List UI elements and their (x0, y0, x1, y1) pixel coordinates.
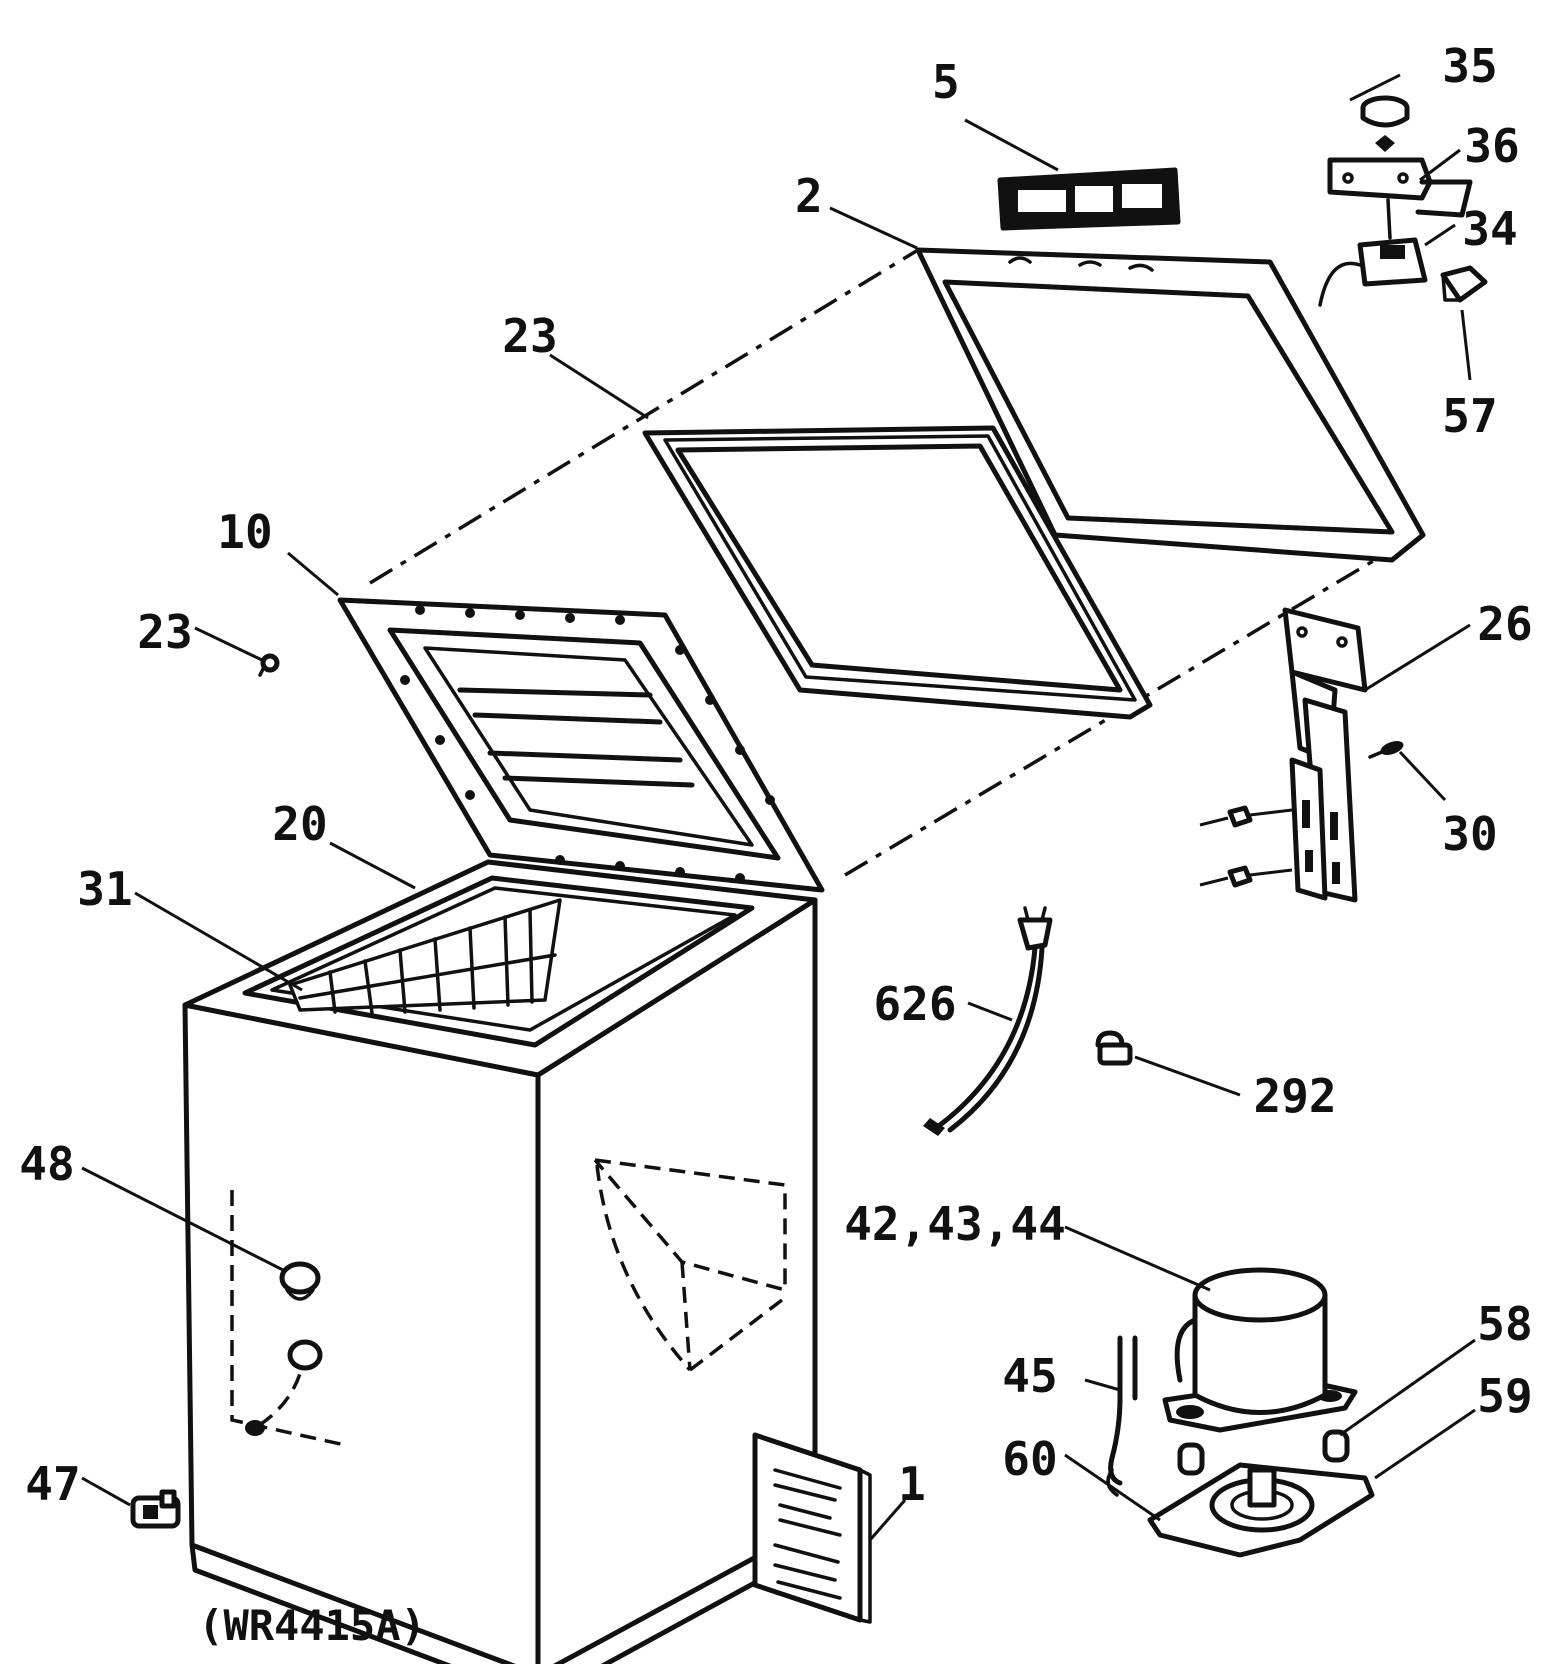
label-48: 48 (19, 1137, 74, 1191)
label-57: 57 (1442, 389, 1497, 443)
label-1: 1 (898, 1457, 926, 1511)
lid-outer (915, 247, 1426, 563)
cabinet (182, 859, 818, 1664)
lid-gasket (642, 425, 1153, 720)
label-35: 35 (1442, 39, 1497, 93)
label-23-gasket: 23 (502, 309, 557, 363)
connector (1095, 1030, 1133, 1066)
leader-lines (81, 73, 1476, 1541)
label-30: 30 (1442, 807, 1497, 861)
label-58: 58 (1477, 1297, 1532, 1351)
compressor-assembly (1106, 1267, 1375, 1558)
label-10: 10 (217, 505, 272, 559)
handle (997, 167, 1181, 231)
label-47: 47 (25, 1457, 80, 1511)
lid-switch-assembly (1318, 95, 1488, 307)
power-cord (923, 906, 1053, 1136)
hinge (1199, 607, 1368, 903)
label-36: 36 (1464, 119, 1519, 173)
part-labels: 5 35 36 34 57 2 23 10 23 26 30 20 31 626… (19, 39, 1532, 1650)
label-26: 26 (1477, 597, 1532, 651)
label-292: 292 (1253, 1069, 1336, 1123)
diagram-caption: (WR4415A) (198, 1601, 426, 1650)
label-23-small: 23 (137, 605, 192, 659)
label-34: 34 (1462, 202, 1517, 256)
liner-inner-lid (337, 597, 825, 893)
label-42-43-44: 42,43,44 (844, 1197, 1066, 1251)
thermostat-knob (130, 1489, 181, 1529)
label-5: 5 (932, 55, 960, 109)
hinge-screw (1368, 741, 1404, 759)
label-626: 626 (873, 977, 956, 1031)
label-60: 60 (1002, 1432, 1057, 1486)
owners-manual (752, 1432, 872, 1624)
screw-small (258, 653, 280, 677)
label-20: 20 (272, 797, 327, 851)
label-31: 31 (77, 862, 132, 916)
label-2: 2 (795, 169, 823, 223)
label-45: 45 (1002, 1349, 1057, 1403)
label-59: 59 (1477, 1369, 1532, 1423)
drain-plug (245, 1261, 323, 1436)
